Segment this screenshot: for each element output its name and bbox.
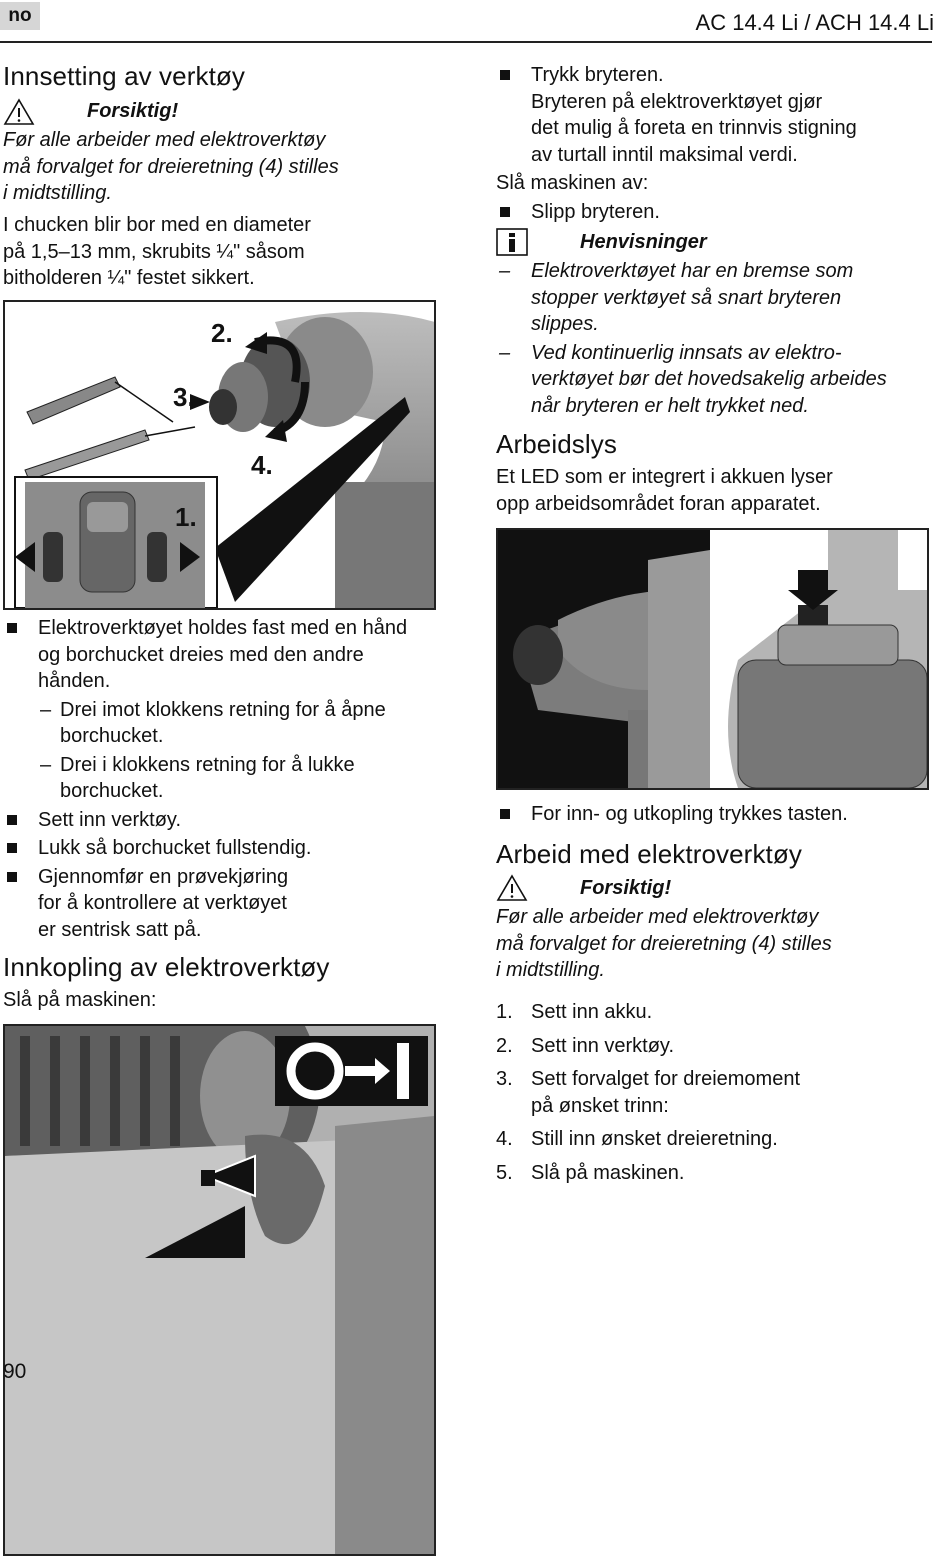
press-switch-section: Trykk bryteren. Bryteren på elektroverkt…	[496, 62, 936, 225]
notes-list: Elektroverktøyet har en bremse som stopp…	[496, 258, 936, 419]
note-label: Henvisninger	[580, 231, 707, 253]
chuck-instructions: Elektroverktøyet holdes fast med en hånd…	[3, 615, 443, 943]
step-5: 5. Slå på maskinen.	[496, 1161, 685, 1184]
press-switch-text: Bryteren på elektroverktøyet gjør det mu…	[531, 90, 857, 166]
caution-label-left: Forsiktig!	[87, 100, 179, 122]
section-title-insert-tool: Innsetting av verktøy	[3, 61, 245, 91]
fig-label-1: 1.	[175, 502, 197, 532]
bullet-insert-tool: Sett inn verktøy.	[3, 807, 443, 834]
chuck-illustration: 2. 3. 4. 1.	[3, 300, 436, 610]
fig-label-2: 2.	[211, 318, 233, 348]
trigger-illustration	[3, 1024, 436, 1556]
warning-icon	[3, 98, 35, 125]
led-illustration	[496, 528, 929, 790]
note-brake: Elektroverktøyet har en bremse som stopp…	[496, 258, 936, 338]
caution-block-left	[3, 98, 35, 131]
note-continuous-use: Ved kontinuerlig innsats av elektro- ver…	[496, 340, 936, 420]
step-2: 2. Sett inn verktøy.	[496, 1034, 675, 1057]
fig-label-3: 3.	[173, 382, 195, 412]
info-icon	[496, 228, 528, 261]
language-tag: no	[0, 2, 40, 30]
caution-text-right: Før alle arbeider med elektroverktøy må …	[496, 906, 832, 981]
bullet-close-chuck: Lukk så borchucket fullstendig.	[3, 835, 443, 862]
section-title-switch-on: Innkopling av elektroverktøy	[3, 952, 330, 982]
bullet-toggle-button: For inn- og utkopling trykkes tasten.	[496, 801, 936, 828]
work-light-text: Et LED som er integrert i akkuen lyser o…	[496, 466, 833, 515]
switch-on-text: Slå på maskinen:	[3, 989, 157, 1011]
dash-close-chuck: Drei i klokkens retning for å lukke borc…	[3, 752, 443, 805]
step-1: 1. Sett inn akku.	[496, 1001, 653, 1023]
page-number: 90	[3, 1360, 27, 1383]
caution-text-left: Før alle arbeider med elektroverktøy må …	[3, 129, 339, 204]
dash-open-chuck: Drei imot klokkens retning for å åpne bo…	[3, 697, 443, 750]
header-rule	[0, 41, 932, 43]
bullet-hold-tool: Elektroverktøyet holdes fast med en hånd…	[3, 615, 443, 695]
section-title-work-with-tool: Arbeid med elektroverktøy	[496, 839, 802, 869]
caution-label-right: Forsiktig!	[580, 877, 672, 899]
section-title-work-light: Arbeidslys	[496, 429, 617, 459]
bullet-press-switch: Trykk bryteren.	[496, 62, 936, 89]
step-3: 3. Sett forvalget for dreiemoment på øns…	[496, 1068, 801, 1117]
bullet-release-switch: Slipp bryteren.	[496, 199, 936, 226]
model-name: AC 14.4 Li / ACH 14.4 Li	[695, 10, 934, 35]
warning-icon	[496, 874, 528, 901]
fig-label-4: 4.	[251, 450, 273, 480]
switch-off-text: Slå maskinen av:	[496, 172, 649, 194]
bullet-test-run: Gjennomfør en prøvekjøring for å kontrol…	[3, 864, 443, 944]
work-steps-list: 1. Sett inn akku. 2. Sett inn verktøy. 3…	[496, 999, 936, 1186]
caution-block-right	[496, 874, 528, 907]
chuck-intro-text: I chucken blir bor med en diameter på 1,…	[3, 214, 311, 289]
step-4: 4. Still inn ønsket dreieretning.	[496, 1128, 778, 1150]
